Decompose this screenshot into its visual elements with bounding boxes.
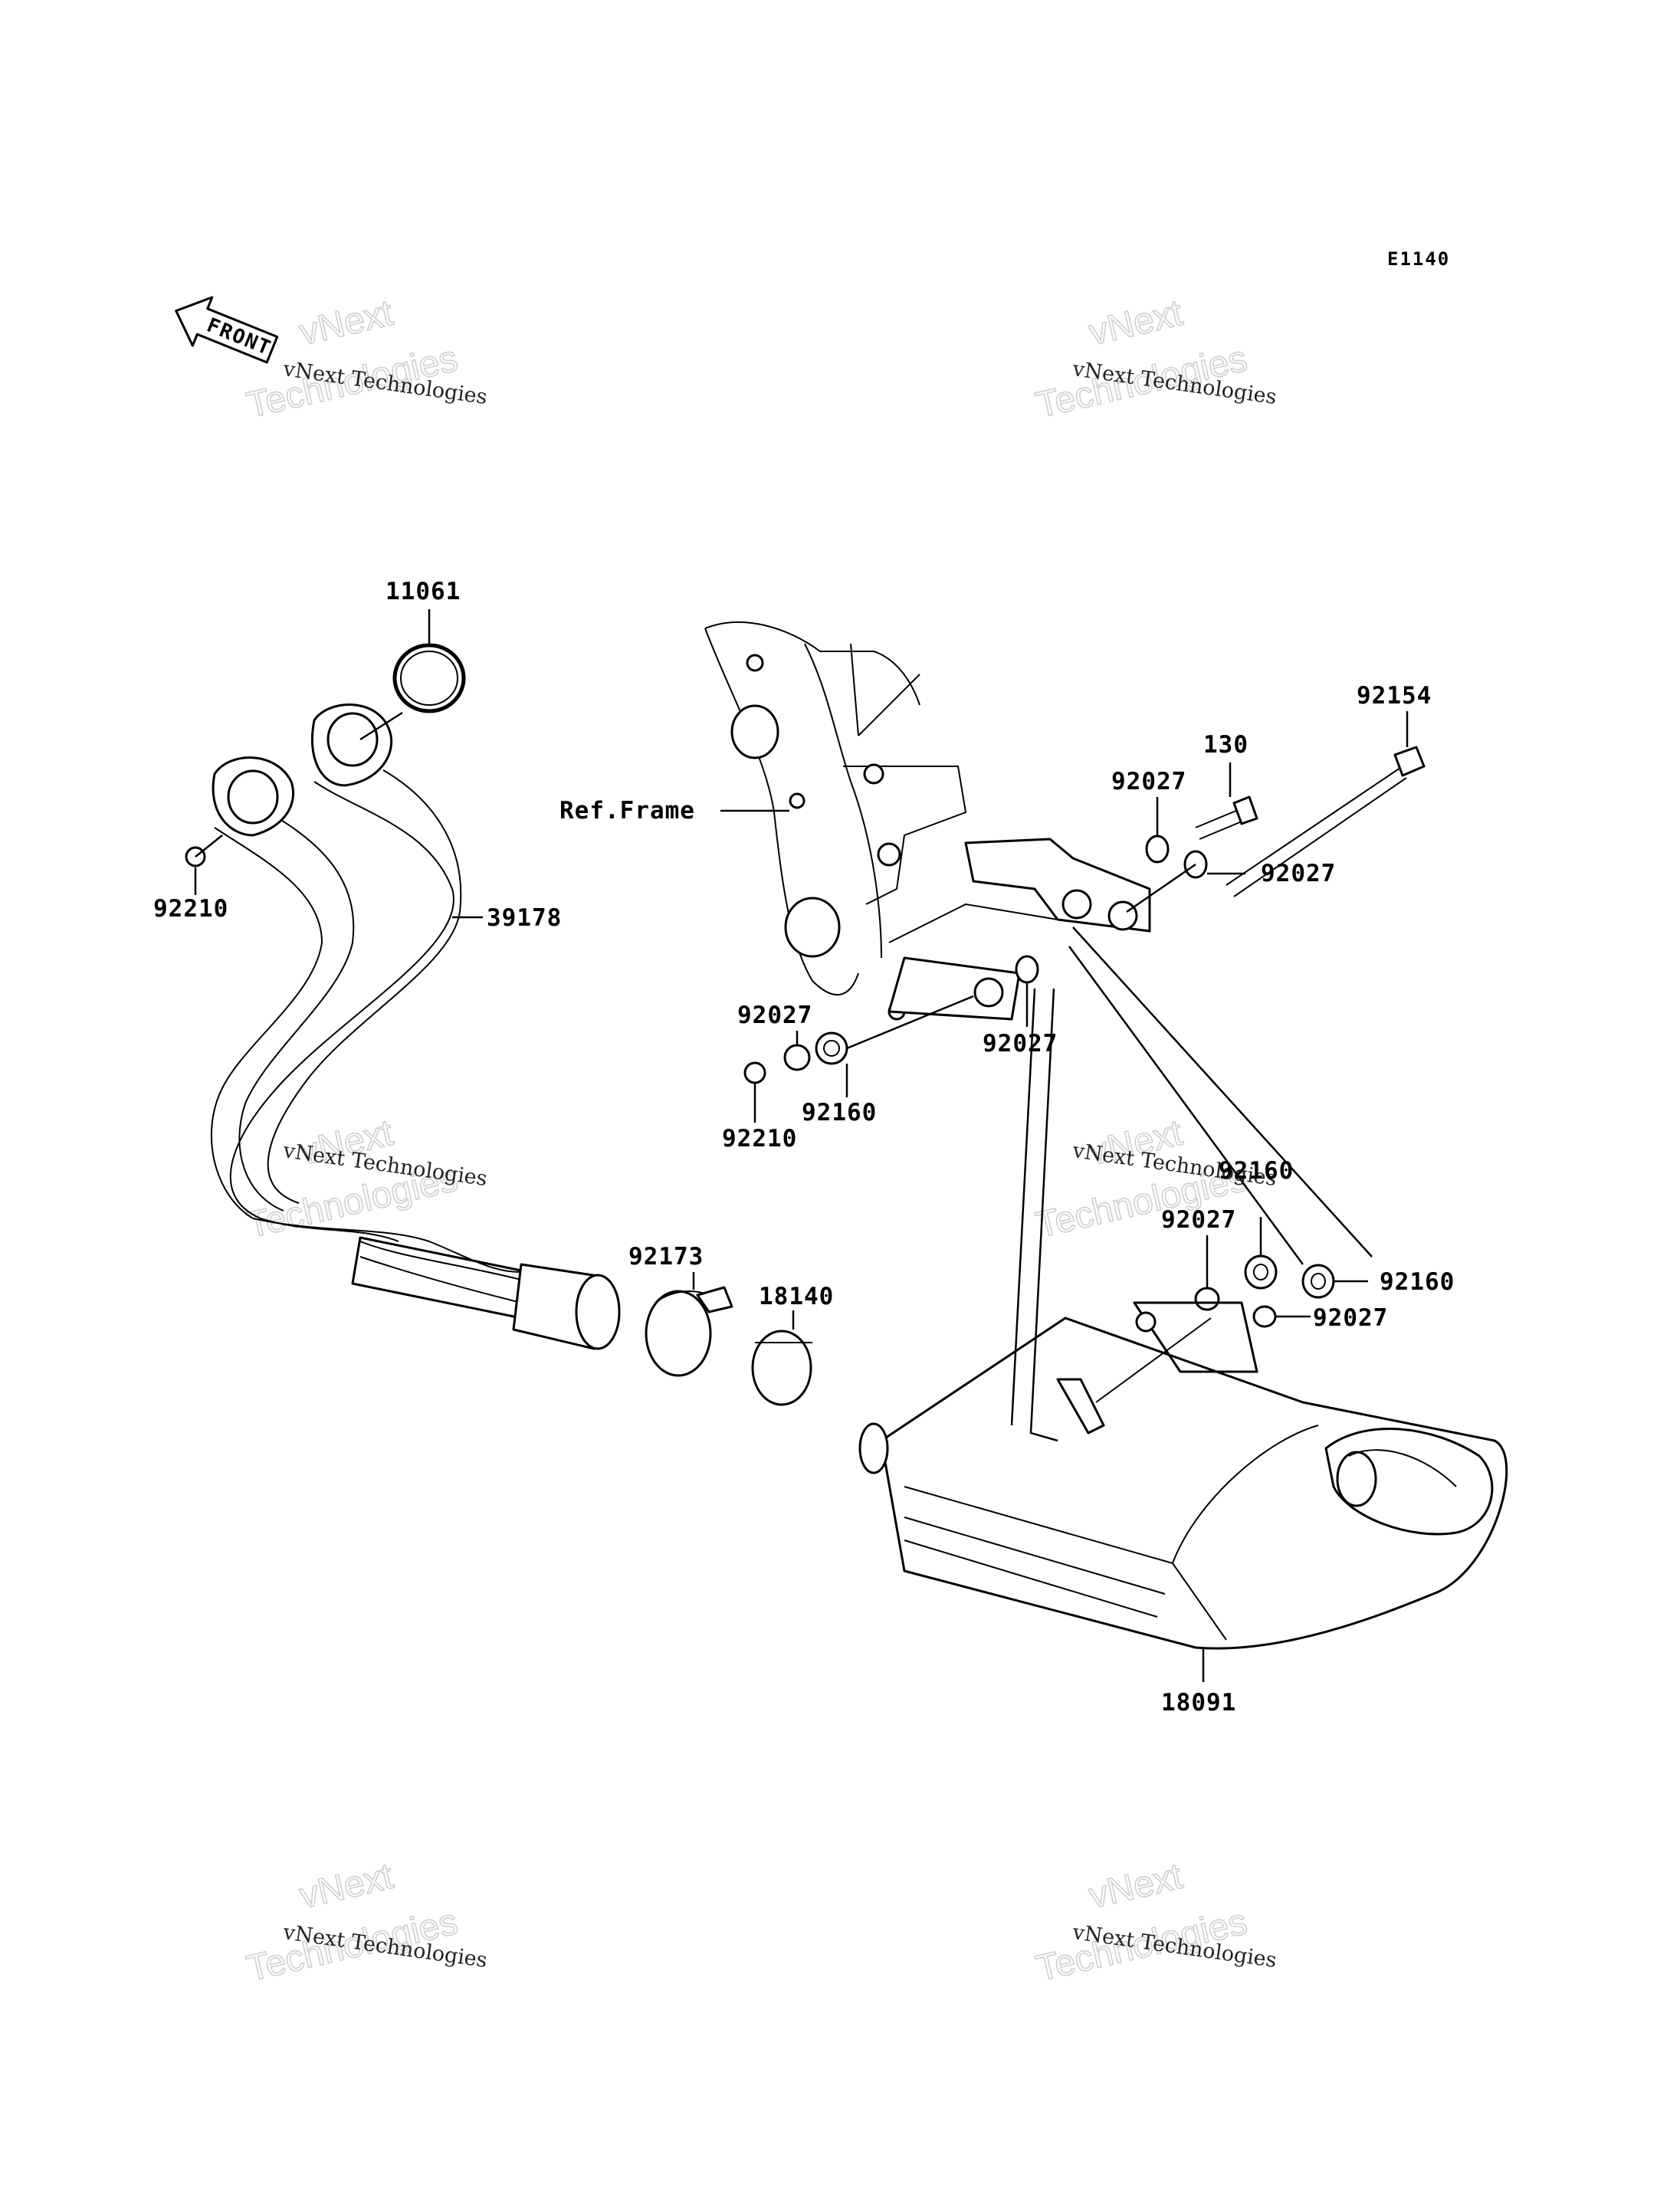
callout-92160-right: 92160 [1380, 1268, 1455, 1296]
watermark-top-right: vNext Technologies vNext Technologies [1032, 292, 1278, 427]
frame-reference [704, 621, 1151, 1021]
callout-92160-left: 92160 [802, 1099, 877, 1126]
gasket-18140 [751, 1330, 812, 1406]
callout-18140: 18140 [759, 1283, 834, 1310]
grommet-92160-lower-a [1244, 1254, 1278, 1290]
washer-92027-upper [1145, 835, 1170, 864]
svg-text:vNext: vNext [296, 1856, 396, 1917]
watermark-bottom-right: vNext Technologies vNext Technologies [1032, 1855, 1278, 1990]
gasket-11061-inner [400, 651, 458, 706]
nut-92210 [743, 1061, 766, 1084]
callout-92027-upper-right: 92027 [1261, 860, 1336, 887]
washer-92027-lower-right [1252, 1305, 1277, 1328]
front-arrow-icon: FRONT [175, 296, 279, 364]
svg-text:vNext: vNext [296, 293, 396, 353]
callout-ref-frame: Ref.Frame [559, 797, 695, 825]
svg-text:vNext: vNext [1085, 1856, 1186, 1917]
washer-92027-lower [1194, 1287, 1220, 1311]
callout-92027-lower-right: 92027 [1313, 1304, 1388, 1332]
callout-92027-middle: 92027 [983, 1030, 1058, 1058]
svg-text:vNext: vNext [1085, 293, 1186, 353]
muffler-18091 [858, 1301, 1508, 1650]
watermark-bottom-left: vNext Technologies vNext Technologies [242, 1855, 488, 1990]
callout-92210-middle: 92210 [722, 1125, 797, 1153]
washer-92027-left [783, 1044, 811, 1071]
callout-92027-lower: 92027 [1161, 1206, 1236, 1234]
bolt-92154 [1226, 746, 1426, 897]
callout-92210-left: 92210 [153, 895, 228, 923]
grommet-92160-lower-b [1301, 1264, 1335, 1299]
callout-92154: 92154 [1357, 682, 1432, 710]
callout-18091: 18091 [1161, 1689, 1236, 1717]
callout-11061: 11061 [386, 578, 461, 605]
callout-92173: 92173 [628, 1243, 704, 1271]
grommet-92160-left [815, 1031, 848, 1065]
watermark-top-left: vNext Technologies vNext Technologies [242, 292, 488, 427]
header-pipe-39178 [185, 703, 621, 1350]
clamp-92173 [645, 1286, 733, 1377]
callout-39178: 39178 [487, 904, 562, 932]
bolt-130 [1195, 795, 1258, 840]
callout-92027-upper: 92027 [1111, 768, 1186, 795]
leader-lines [194, 609, 1409, 1682]
callout-92160-upper-lower: 92160 [1219, 1157, 1294, 1185]
gasket-11061 [392, 643, 466, 713]
washer-92027-middle [1015, 955, 1039, 984]
watermark-mid-left: vNext Technologies vNext Technologies [242, 1112, 488, 1247]
callout-92027-left: 92027 [737, 1002, 812, 1029]
diagram-code: E1140 [1387, 248, 1450, 270]
callout-130: 130 [1203, 731, 1249, 759]
